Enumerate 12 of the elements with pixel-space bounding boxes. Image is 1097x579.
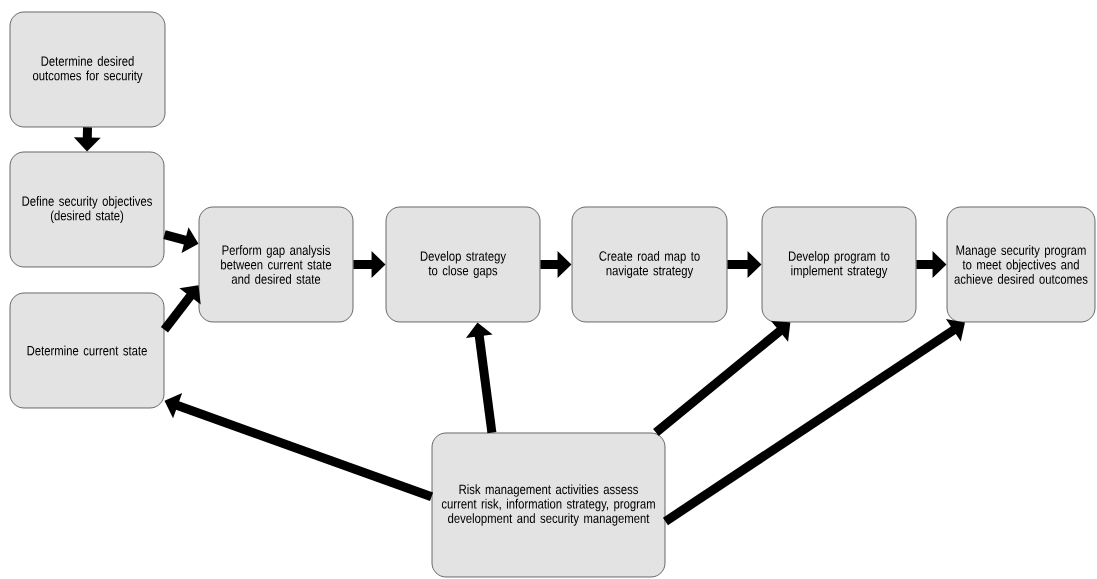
process-box: Develop strategy to close gaps: [385, 206, 541, 323]
process-box: Determine desired outcomes for security: [9, 11, 166, 128]
process-box: Perform gap analysis between current state and desired state: [198, 206, 354, 323]
process-box: Manage security program to meet objectives and achieve desired outcomes: [946, 206, 1096, 323]
process-box: Determine current state: [9, 292, 165, 409]
arrow: [662, 319, 965, 526]
arrow: [653, 320, 791, 437]
process-box: Risk management activities assess current risk, information strategy, program development and security management: [431, 432, 666, 578]
process-box: Create road map to navigate strategy: [571, 206, 728, 323]
arrow: [160, 285, 201, 333]
process-box: Develop program to implement strategy: [761, 206, 917, 323]
process-box: Define security objectives (desired state): [9, 151, 165, 268]
